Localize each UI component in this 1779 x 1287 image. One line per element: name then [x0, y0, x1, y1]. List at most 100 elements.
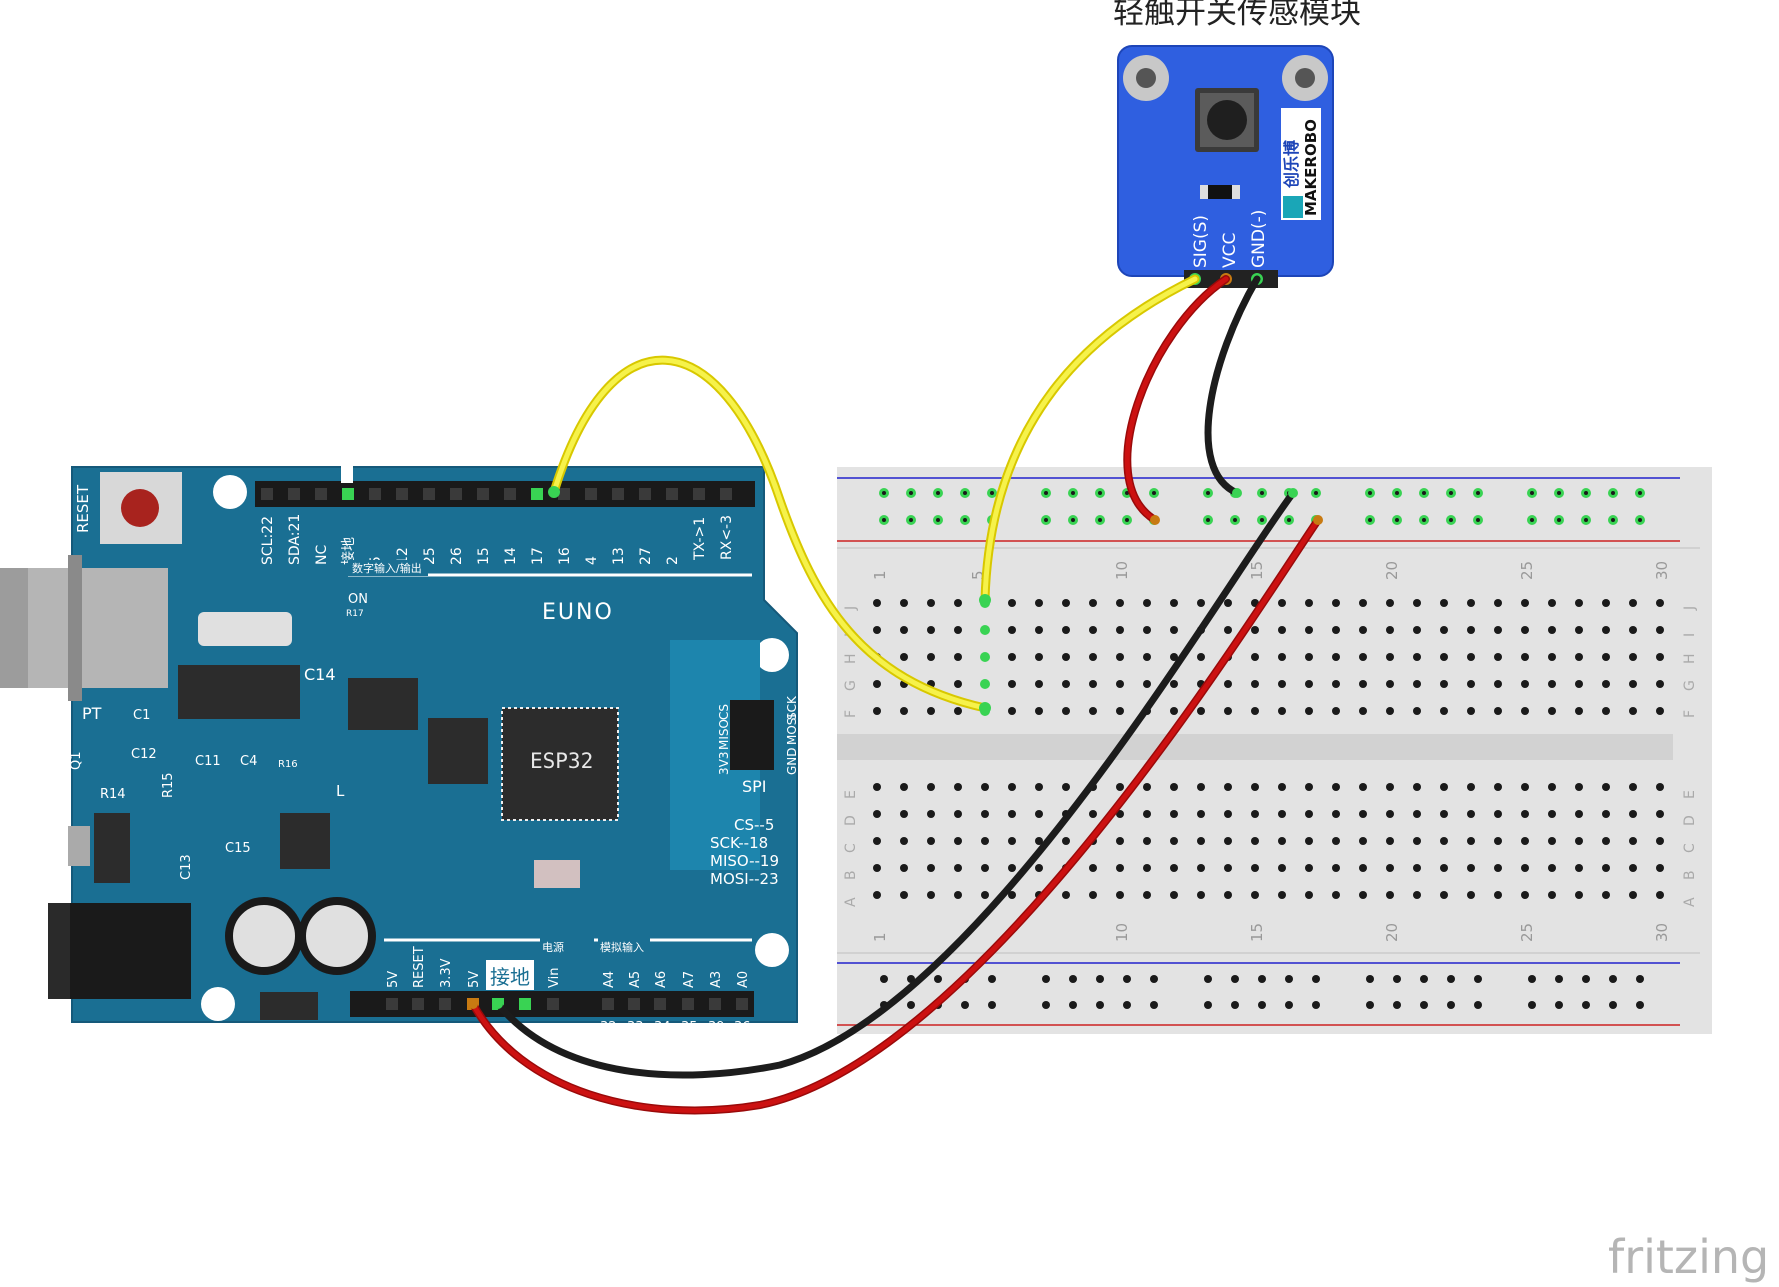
header-pin — [439, 998, 451, 1010]
bottom-pin-label: A5 — [628, 971, 643, 988]
breadboard-hole — [954, 810, 962, 818]
breadboard-hole — [1035, 810, 1043, 818]
breadboard-hole — [1305, 783, 1313, 791]
wire-endpoints — [468, 486, 1323, 1009]
breadboard-hole — [1386, 653, 1394, 661]
breadboard-hole — [1494, 707, 1502, 715]
header-pin — [450, 488, 462, 500]
rail-hole — [1123, 975, 1131, 983]
breadboard-hole — [1494, 864, 1502, 872]
header-pin — [654, 998, 666, 1010]
breadboard-hole — [1251, 626, 1259, 634]
top-pin-label: 16 — [557, 547, 573, 565]
switch-button-icon — [1207, 100, 1247, 140]
header-pin — [639, 488, 651, 500]
svg-text:C1: C1 — [133, 708, 150, 723]
rail-hole — [1366, 975, 1374, 983]
breadboard-hole — [981, 810, 989, 818]
rail-hole — [988, 1001, 996, 1009]
breadboard-hole — [1008, 810, 1016, 818]
breadboard-hole — [1170, 864, 1178, 872]
breadboard-hole — [1224, 837, 1232, 845]
capacitor-right — [298, 897, 376, 975]
header-pin — [602, 998, 614, 1010]
breadboard-hole — [1197, 599, 1205, 607]
breadboard-hole — [1305, 707, 1313, 715]
breadboard-hole — [1656, 599, 1664, 607]
rail-hole — [1420, 1001, 1428, 1009]
breadboard-hole — [1170, 810, 1178, 818]
breadboard-hole — [1332, 707, 1340, 715]
capacitor-left — [225, 897, 303, 975]
svg-text:PT: PT — [82, 704, 102, 723]
rail-hole — [907, 1001, 915, 1009]
breadboard-hole — [980, 625, 990, 635]
breadboard-hole — [1116, 707, 1124, 715]
breadboard-hole — [1413, 891, 1421, 899]
breadboard-hole — [980, 679, 990, 689]
breadboard-hole — [1332, 810, 1340, 818]
svg-text:B: B — [843, 870, 859, 880]
breadboard-hole — [1278, 783, 1286, 791]
breadboard-hole — [1521, 783, 1529, 791]
breadboard-hole — [981, 864, 989, 872]
breadboard-hole — [1629, 783, 1637, 791]
breadboard-hole — [1008, 864, 1016, 872]
breadboard-hole — [1494, 653, 1502, 661]
breadboard-hole — [1629, 653, 1637, 661]
breadboard-hole — [1656, 783, 1664, 791]
breadboard-hole — [1170, 680, 1178, 688]
header-pin — [666, 488, 678, 500]
breadboard-hole — [1305, 626, 1313, 634]
breadboard-hole — [1467, 810, 1475, 818]
rail-hole — [1285, 975, 1293, 983]
breadboard-hole — [1251, 837, 1259, 845]
top-pin-label: 26 — [449, 547, 465, 565]
breadboard-hole — [1305, 837, 1313, 845]
breadboard-hole — [1440, 837, 1448, 845]
breadboard-hole — [1089, 864, 1097, 872]
breadboard-hole — [1251, 707, 1259, 715]
svg-text:ESP32: ESP32 — [530, 749, 593, 773]
breadboard-hole — [954, 837, 962, 845]
breadboard-hole — [873, 837, 881, 845]
breadboard-hole — [1521, 599, 1529, 607]
breadboard-hole — [927, 599, 935, 607]
breadboard-hole — [1359, 707, 1367, 715]
breadboard-hole — [1602, 810, 1610, 818]
breadboard-hole — [900, 653, 908, 661]
breadboard-hole — [1629, 680, 1637, 688]
breadboard-hole — [1548, 783, 1556, 791]
breadboard-hole — [900, 626, 908, 634]
breadboard-hole — [1575, 680, 1583, 688]
breadboard-hole — [954, 680, 962, 688]
svg-text:CS: CS — [717, 704, 731, 720]
breadboard-hole — [1359, 783, 1367, 791]
bottom-pin-label: A4 — [602, 971, 617, 988]
rail-hole — [1258, 1001, 1266, 1009]
header-pin — [720, 488, 732, 500]
breadboard-hole — [1251, 864, 1259, 872]
header-pin — [612, 488, 624, 500]
svg-text:R16: R16 — [278, 759, 298, 770]
breadboard-hole — [1494, 837, 1502, 845]
breadboard-hole — [1251, 680, 1259, 688]
breadboard-hole — [1116, 891, 1124, 899]
svg-text:3V3: 3V3 — [717, 752, 731, 775]
breadboard-hole — [1170, 783, 1178, 791]
svg-text:Q1: Q1 — [69, 751, 84, 770]
top-pin-label: NC — [314, 545, 330, 565]
breadboard-hole — [1467, 599, 1475, 607]
breadboard-hole — [1602, 891, 1610, 899]
rail-hole — [1393, 1001, 1401, 1009]
breadboard-hole — [1170, 599, 1178, 607]
breadboard-hole — [1278, 707, 1286, 715]
breadboard-hole — [1440, 653, 1448, 661]
svg-text:F: F — [843, 710, 859, 718]
svg-text:D: D — [843, 815, 859, 826]
top-pin-label: 4 — [584, 556, 600, 565]
column-numbers-top: 1 5 10 15 20 25 30 — [871, 561, 1671, 580]
header-pin — [709, 998, 721, 1010]
breadboard-hole — [1575, 626, 1583, 634]
